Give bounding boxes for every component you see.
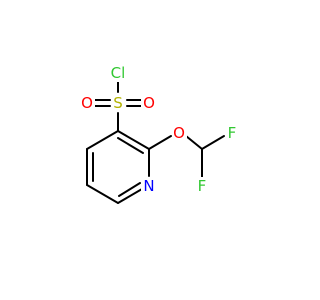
atom-s-label: S bbox=[113, 94, 123, 112]
atom-o-ether: O bbox=[172, 124, 187, 142]
bonds bbox=[86, 79, 225, 204]
bond-cf-f-top bbox=[201, 135, 225, 150]
bond-c2-o bbox=[148, 135, 172, 150]
atom-o-left-label: O bbox=[81, 94, 93, 112]
molecule-structure: Cl S O O O N F F bbox=[80, 64, 239, 204]
atom-cl-label: Cl bbox=[111, 64, 126, 82]
bond-c2-c3-inner bbox=[117, 137, 144, 154]
atom-o-right: O bbox=[141, 94, 156, 112]
atom-o-right-label: O bbox=[143, 94, 155, 112]
atom-f-bottom-label: F bbox=[198, 177, 207, 195]
bond-c5-c6 bbox=[86, 184, 119, 204]
bond-c6-n bbox=[117, 188, 143, 204]
bond-c2-c3 bbox=[117, 130, 150, 150]
bond-c6-n-inner bbox=[118, 182, 141, 197]
atom-n: N bbox=[141, 177, 156, 195]
atom-labels: Cl S O O O N F F bbox=[80, 64, 239, 195]
atom-o-left: O bbox=[80, 94, 95, 112]
atom-f-bottom: F bbox=[196, 177, 209, 195]
atom-n-label: N bbox=[143, 177, 154, 195]
bond-c3-c4 bbox=[86, 130, 119, 150]
atom-o-ether-label: O bbox=[173, 124, 185, 142]
atom-s: S bbox=[111, 94, 125, 112]
bond-o-cf bbox=[185, 135, 203, 150]
atom-cl: Cl bbox=[106, 64, 131, 82]
atom-f-top-label: F bbox=[228, 124, 237, 142]
atom-f-top: F bbox=[226, 124, 239, 142]
